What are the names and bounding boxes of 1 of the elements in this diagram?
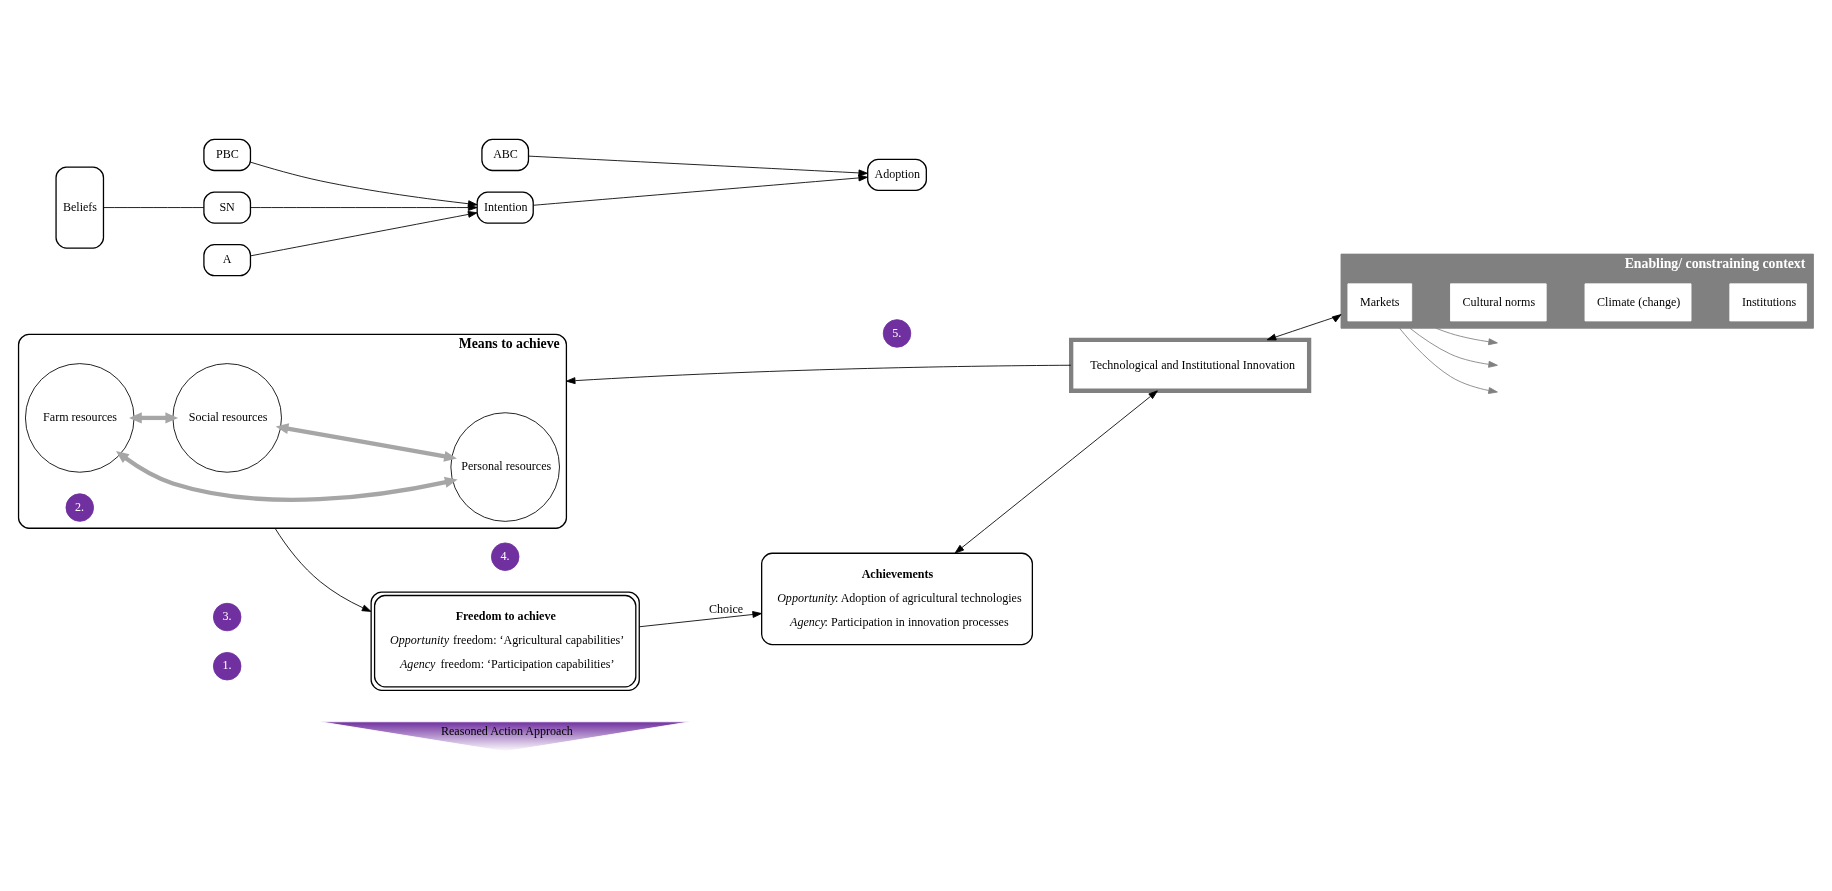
edge-label: Choice [709, 601, 744, 616]
